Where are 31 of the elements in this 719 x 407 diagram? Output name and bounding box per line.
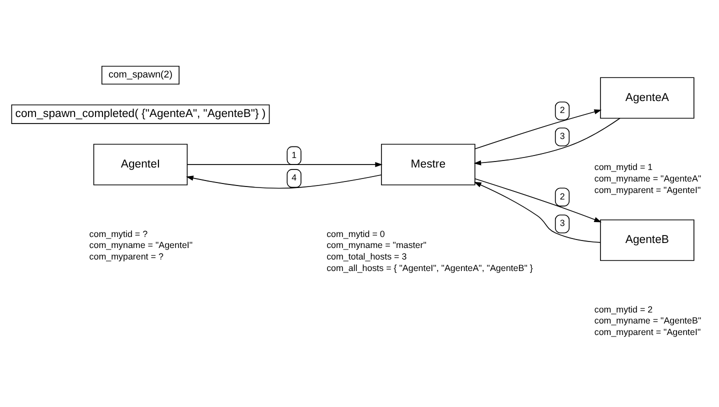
edge-label: 3	[560, 130, 565, 141]
arrow	[186, 162, 382, 167]
node-label: com_myparent = "AgenteI"	[594, 184, 701, 194]
node-label: com_myparent = "AgenteI"	[594, 326, 701, 337]
node-label: com_all_hosts = { "AgenteI", "AgenteA", "AgenteB" }	[326, 262, 533, 272]
node-box: AgenteA	[600, 76, 694, 118]
node-box: AgenteB	[600, 218, 694, 260]
node-label: com_myname = "master"	[326, 240, 426, 250]
node-label: com_mytid = 2	[594, 304, 653, 314]
node-label: com_mytid = 0	[326, 228, 385, 238]
node-label: com_mytid = 1	[594, 162, 653, 172]
node-label: com_myname = "AgenteA"	[594, 172, 702, 183]
node-box: AgenteI	[93, 143, 188, 185]
arrow	[474, 181, 601, 242]
edge-label: 2	[560, 190, 565, 201]
node-label: com_myname = "AgenteI"	[89, 240, 193, 250]
edge-label: 2	[560, 104, 565, 115]
node-box: Mestre	[381, 143, 476, 185]
node-box: com_spawn_completed( {"AgenteA", "AgenteB"} )	[11, 104, 270, 124]
edge-label: 3	[560, 218, 565, 228]
node-label: com_mytid = ?	[89, 228, 148, 238]
edge-label: 4	[292, 172, 297, 182]
node-label: com_myname = "AgenteB"	[594, 315, 702, 326]
arrow	[474, 108, 602, 149]
node-label: com_myparent = ?	[89, 251, 164, 262]
arrow	[474, 117, 620, 165]
arrow	[186, 174, 382, 188]
node-label: com_total_hosts = 3	[326, 251, 407, 262]
edge-label: 1	[292, 149, 297, 160]
node-box: com_spawn(2)	[101, 65, 180, 84]
arrow	[474, 178, 602, 222]
